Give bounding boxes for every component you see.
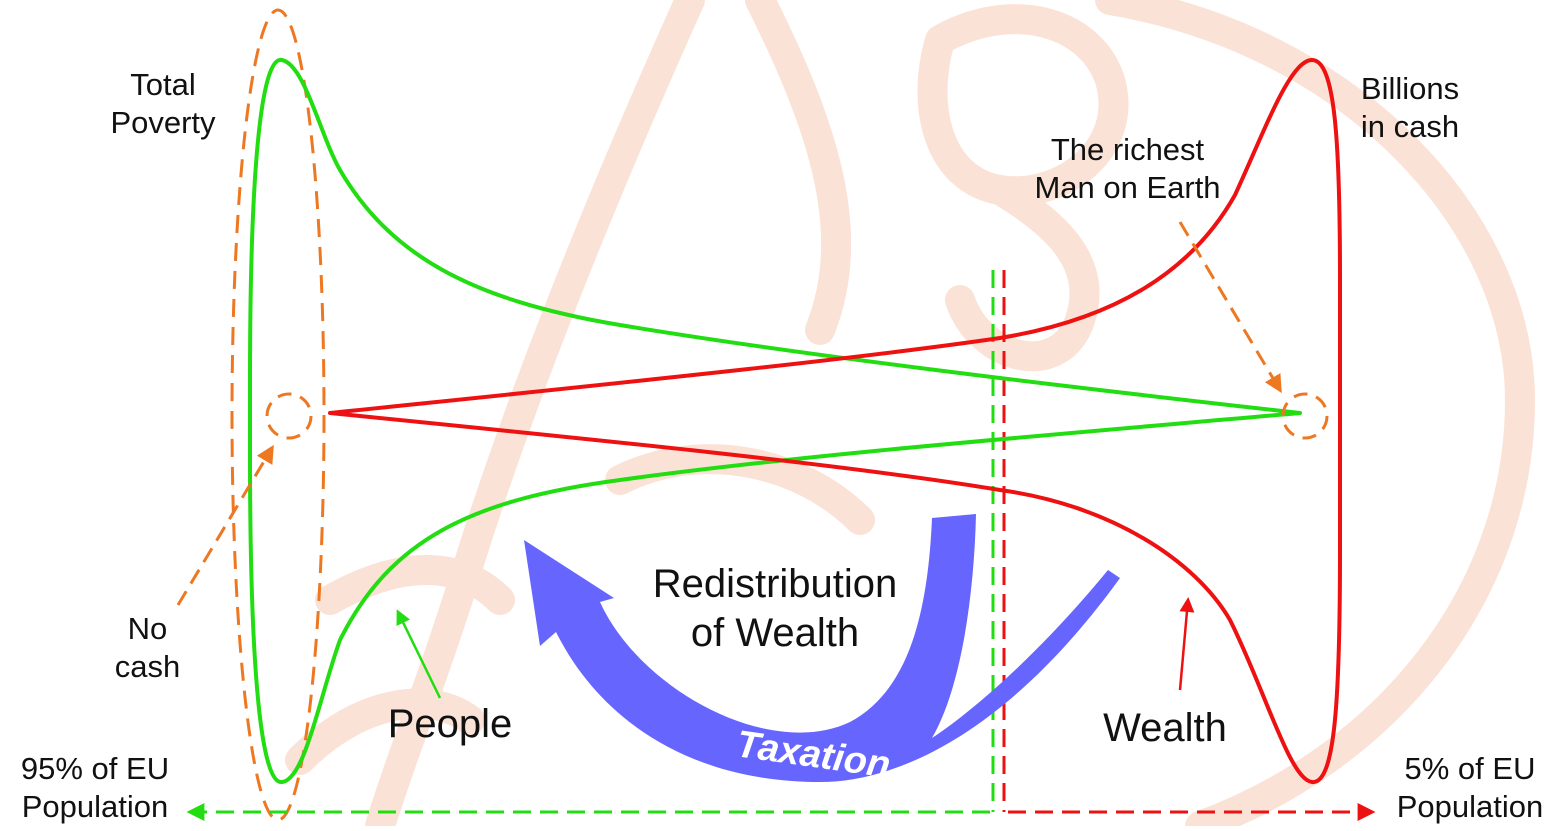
people-curve xyxy=(248,57,1302,784)
redistribution-line-2: of Wealth xyxy=(690,610,860,655)
total-poverty-line-2: Poverty xyxy=(110,104,216,140)
left-population-label: 95% of EU Population xyxy=(5,750,185,826)
wealth-label: Wealth xyxy=(1103,706,1227,750)
total-poverty-line-1: Total xyxy=(130,67,196,102)
billions-in-cash-label: Billions in cash xyxy=(1345,70,1475,146)
wealth-curve xyxy=(328,58,1342,784)
wealth-pointer xyxy=(1178,597,1195,691)
richest-man-label: The richest Man on Earth xyxy=(1020,131,1235,207)
no-cash-circle xyxy=(265,392,313,440)
right-population-line-1: 5% of EU xyxy=(1404,751,1536,786)
poverty-ellipse xyxy=(230,8,326,822)
richest-man-line-2: Man on Earth xyxy=(1034,169,1221,205)
taxation-arrow xyxy=(524,514,1120,782)
billions-line-2: in cash xyxy=(1360,108,1460,144)
no-cash-pointer xyxy=(176,444,274,606)
right-population-line-2: Population xyxy=(1396,788,1544,824)
people-label: People xyxy=(387,702,513,746)
redistribution-label: Redistribution of Wealth xyxy=(630,560,920,658)
richest-man-circle xyxy=(1281,392,1329,440)
left-population-line-1: 95% of EU xyxy=(20,751,170,786)
billions-line-1: Billions xyxy=(1360,71,1460,106)
left-population-line-2: Population xyxy=(21,788,169,824)
richest-man-pointer xyxy=(1178,221,1282,394)
right-population-label: 5% of EU Population xyxy=(1385,750,1555,826)
people-pointer xyxy=(396,609,442,699)
no-cash-line-1: No xyxy=(127,611,168,646)
richest-man-line-1: The richest xyxy=(1050,132,1205,167)
no-cash-line-2: cash xyxy=(114,648,181,684)
no-cash-label: No cash xyxy=(100,610,195,686)
total-poverty-label: Total Poverty xyxy=(98,66,228,142)
redistribution-line-1: Redistribution xyxy=(652,562,898,606)
